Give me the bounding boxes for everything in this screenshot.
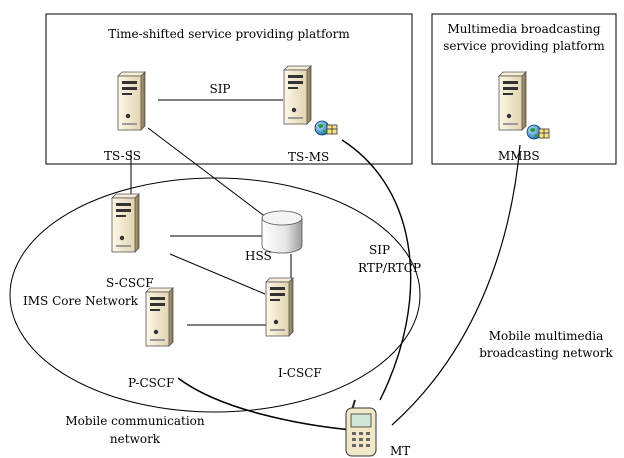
mmbs-label: MMBS <box>498 149 540 163</box>
ts-ms-globe-icon <box>314 120 338 136</box>
mmbs-globe-icon <box>526 124 550 140</box>
ts-ss-label: TS-SS <box>104 149 141 163</box>
curve-tsms-mt <box>341 139 412 401</box>
ts-ms-server-icon <box>283 65 312 125</box>
i-cscf-label: I-CSCF <box>278 366 322 380</box>
mb-platform-box <box>431 13 617 165</box>
ts-ms-label: TS-MS <box>288 150 329 164</box>
i-cscf-server-icon <box>265 277 294 337</box>
sip-label-side: SIP <box>369 243 390 257</box>
ts-ss-server-icon <box>117 71 146 131</box>
mmbs-server-icon <box>498 71 527 131</box>
ims-core-ellipse <box>9 177 421 413</box>
ts-platform-title: Time-shifted service providing platform <box>108 27 350 41</box>
connections <box>130 99 292 326</box>
ims-core-label: IMS Core Network <box>23 294 139 308</box>
curve-mmbs-mt <box>391 144 521 426</box>
ts-platform-box <box>45 13 413 165</box>
mb-platform-title-line2: service providing platform <box>443 39 605 53</box>
hss-database-icon <box>261 210 303 254</box>
mobile-mm-label-line2: broadcasting network <box>479 346 613 360</box>
rtp-label: RTP/RTCP <box>358 261 421 275</box>
p-cscf-server-icon <box>145 287 174 347</box>
hss-label: HSS <box>245 249 272 263</box>
curve-pcscf-mt <box>177 377 353 431</box>
sip-label-top: SIP <box>209 82 230 96</box>
p-cscf-label: P-CSCF <box>128 376 174 390</box>
s-cscf-label: S-CSCF <box>106 276 154 290</box>
link-tsss-hss <box>147 127 276 225</box>
mobile-comm-label-line2: network <box>110 432 161 446</box>
s-cscf-server-icon <box>111 193 140 253</box>
link-scscf-icscf <box>169 253 266 295</box>
mt-label: MT <box>390 444 410 458</box>
mt-phone-icon <box>345 399 377 457</box>
mobile-mm-label-line1: Mobile multimedia <box>489 329 604 343</box>
mobile-comm-label-line1: Mobile communication <box>65 414 205 428</box>
mb-platform-title-line1: Multimedia broadcasting <box>447 22 600 36</box>
